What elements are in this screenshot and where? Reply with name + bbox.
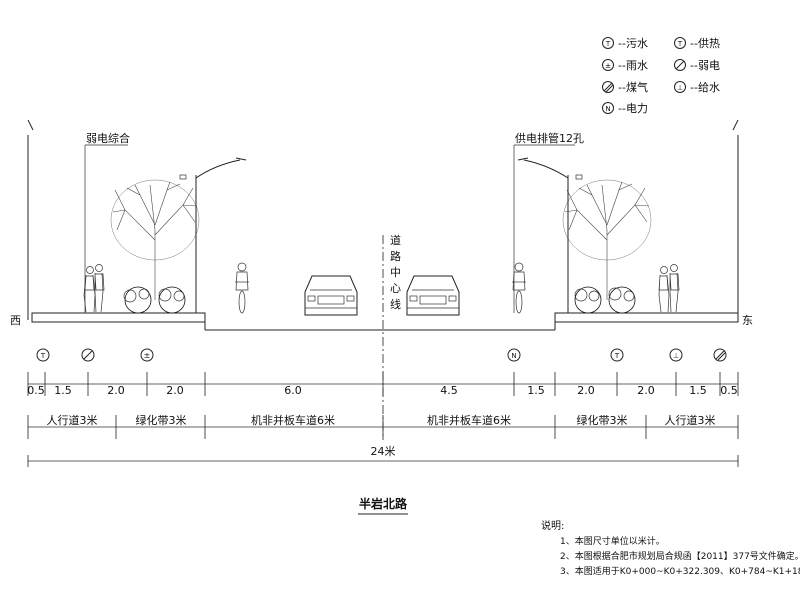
legend-item-sewage: T --污水 <box>602 37 648 50</box>
rain-icon <box>602 59 614 71</box>
legend-label-sewage: --污水 <box>618 37 648 50</box>
svg-text:心: 心 <box>390 282 401 295</box>
pipe-water-supply-east: ⊥ <box>669 348 683 362</box>
zone-lane-west: 机非并板车道6米 <box>251 413 335 427</box>
total-width-label: 24米 <box>371 445 396 458</box>
svg-text:中: 中 <box>390 266 401 279</box>
right-tree <box>562 179 652 300</box>
zone-sidewalk-east: 人行道3米 <box>665 413 716 427</box>
pipe-gas-east <box>713 348 727 362</box>
zone-lane-east: 机非并板车道6米 <box>427 413 511 427</box>
east-label: 东 <box>742 314 753 327</box>
legend: T --污水 ± --雨水 --煤气 N --电力 T --供热 --弱电 <box>602 36 720 115</box>
right-shrubs <box>574 286 636 314</box>
pipe-sewage-east: T <box>610 348 624 362</box>
svg-text:1.5: 1.5 <box>527 384 545 397</box>
left-street-lamp <box>179 157 247 313</box>
power-symbol: N <box>605 105 610 113</box>
svg-text:4.5: 4.5 <box>440 384 458 397</box>
svg-text:±: ± <box>144 351 151 360</box>
svg-text:0.5: 0.5 <box>720 384 738 397</box>
svg-text:2.0: 2.0 <box>166 384 184 397</box>
legend-item-gas: --煤气 <box>602 80 648 94</box>
note-1: 1、本图尺寸单位以米计。 <box>560 535 665 547</box>
road-name-title: 半岩北路 <box>359 496 408 511</box>
legend-item-rain: ± --雨水 <box>602 59 648 72</box>
zone-labels: 人行道3米 绿化带3米 机非并板车道6米 机非并板车道6米 绿化带3米 人行道3… <box>47 413 716 427</box>
east-sidewalk-slab <box>554 312 739 323</box>
weak-current-icon <box>674 59 686 71</box>
water-supply-symbol: ⊥ <box>677 84 683 92</box>
power-duct-callout-label: 供电排管12孔 <box>515 131 584 145</box>
svg-text:线: 线 <box>390 297 401 311</box>
heating-icon <box>674 37 686 49</box>
notes-title: 说明: <box>541 519 564 532</box>
small-dimension-labels: 0.5 1.5 2.0 2.0 6.0 4.5 1.5 2.0 2.0 1.5 … <box>27 384 738 397</box>
legend-item-power: N --电力 <box>602 102 648 115</box>
pipe-weak-current-west <box>81 348 95 362</box>
sewage-icon <box>602 37 614 49</box>
left-pedestrians <box>83 264 105 313</box>
zone-green-east: 绿化带3米 <box>577 413 628 427</box>
legend-label-rain: --雨水 <box>618 59 648 72</box>
svg-text:道: 道 <box>390 233 401 247</box>
rain-symbol: ± <box>605 62 611 70</box>
svg-text:路: 路 <box>390 250 401 263</box>
left-callout: 弱电综合 <box>84 131 130 313</box>
left-shrubs <box>123 286 186 314</box>
west-sidewalk-slab <box>31 312 206 323</box>
note-3: 3、本图适用于K0+000~K0+322.309、K0+784~K1+183 <box>560 565 800 577</box>
svg-text:1.5: 1.5 <box>54 384 72 397</box>
power-icon <box>602 102 614 114</box>
svg-text:⊥: ⊥ <box>673 352 679 360</box>
legend-item-heating: T --供热 <box>674 36 720 50</box>
right-car <box>406 275 460 316</box>
zone-sidewalk-west: 人行道3米 <box>47 413 98 427</box>
heating-symbol: T <box>677 40 683 48</box>
svg-text:0.5: 0.5 <box>27 384 45 397</box>
legend-label-weak-current: --弱电 <box>690 59 720 72</box>
pipe-sewage-west: T <box>36 348 50 362</box>
zone-green-west: 绿化带3米 <box>136 413 187 427</box>
svg-text:2.0: 2.0 <box>637 384 655 397</box>
west-label: 西 <box>10 314 21 327</box>
centerline-label: 道 路 中 心 线 <box>390 233 401 311</box>
svg-text:1.5: 1.5 <box>689 384 707 397</box>
pipe-rain-west: ± <box>140 348 154 362</box>
legend-label-gas: --煤气 <box>618 80 648 94</box>
legend-label-heating: --供热 <box>690 36 720 50</box>
right-street-lamp <box>517 157 583 313</box>
right-cyclist <box>512 262 526 314</box>
note-2: 2、本图根据合肥市规划局合规函【2011】377号文件确定。 <box>560 550 800 562</box>
left-cyclist <box>235 262 249 314</box>
pipe-symbols: T ± N T ⊥ <box>36 348 727 362</box>
left-tree <box>110 179 200 300</box>
svg-text:2.0: 2.0 <box>577 384 595 397</box>
gas-icon <box>602 81 614 93</box>
road-profile <box>27 119 739 440</box>
legend-item-water-supply: ⊥ --给水 <box>674 81 720 94</box>
legend-label-power: --电力 <box>618 102 648 115</box>
svg-text:N: N <box>511 352 516 360</box>
svg-text:2.0: 2.0 <box>107 384 125 397</box>
right-pedestrians <box>658 264 680 313</box>
legend-label-water-supply: --给水 <box>690 81 720 94</box>
sewage-symbol: T <box>605 40 611 48</box>
svg-text:T: T <box>614 352 620 360</box>
right-callout: 供电排管12孔 <box>513 131 584 313</box>
notes: 说明: 1、本图尺寸单位以米计。 2、本图根据合肥市规划局合规函【2011】37… <box>541 519 800 577</box>
pipe-power-east: N <box>507 348 521 362</box>
legend-item-weak-current: --弱电 <box>674 59 720 72</box>
water-supply-icon <box>674 81 686 93</box>
left-car <box>304 275 358 316</box>
svg-text:T: T <box>40 352 46 360</box>
dimension-lines <box>27 372 739 467</box>
svg-text:6.0: 6.0 <box>284 384 302 397</box>
weak-current-callout-label: 弱电综合 <box>86 131 130 145</box>
